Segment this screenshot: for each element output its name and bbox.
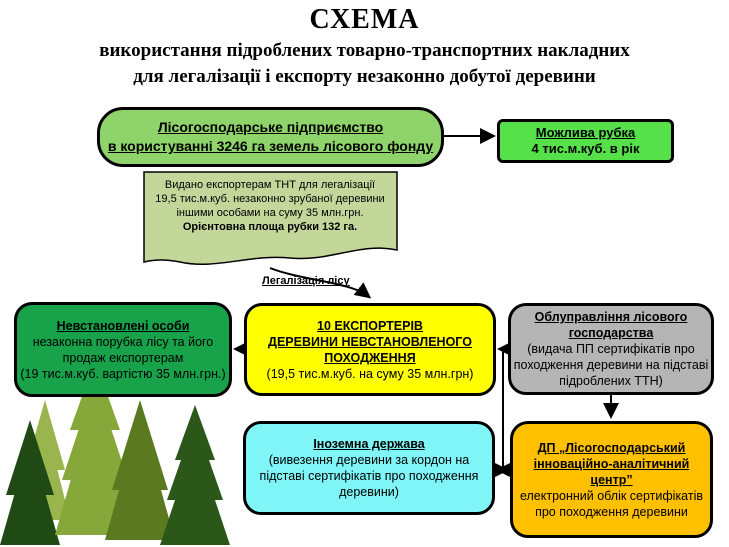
tree-icon bbox=[105, 400, 175, 540]
waybill-document-text: Видано експортерам ТНТ для легалізації 1… bbox=[150, 178, 390, 234]
legalization-label: Легалізація лісу bbox=[262, 275, 350, 287]
diagram-subtitle-line-2: для легалізації і експорту незаконно доб… bbox=[133, 66, 596, 87]
enterprise-title: Лісогосподарське підприємство bbox=[157, 119, 384, 135]
forestry-line: підроблених ТТН) bbox=[559, 374, 663, 388]
foreign-line: підставі сертифікатів про походження bbox=[259, 469, 479, 483]
dp-line: електронний облік сертифікатів bbox=[519, 488, 704, 503]
unknown-line: незаконна порубка лісу та його bbox=[32, 334, 214, 349]
forestry-line: походження деревини на підставі bbox=[513, 358, 709, 372]
logging-heading: Можлива рубка bbox=[535, 125, 636, 140]
dp-heading: центр” bbox=[590, 472, 633, 487]
document-line: Видано експортерам ТНТ для легалізації bbox=[164, 179, 376, 191]
diagram-title: СХЕМА bbox=[309, 4, 420, 35]
forestry-heading: Облуправління лісового bbox=[534, 310, 688, 324]
unknown-line: продаж експортерам bbox=[62, 350, 184, 365]
unknown-line: (19 тис.м.куб. вартістю 35 млн.грн.) bbox=[20, 366, 226, 381]
forestry-enterprise-box: Лісогосподарське підприємство в користув… bbox=[97, 107, 444, 167]
unknown-heading: Невстановлені особи bbox=[56, 318, 190, 333]
forestry-heading: господарства bbox=[568, 326, 654, 340]
tree-icon bbox=[0, 420, 60, 545]
document-line: іншими особами на суму 35 млн.грн. bbox=[176, 207, 364, 219]
dp-heading: ДП „Лісогосподарський bbox=[537, 440, 686, 455]
diagram-subtitle-line-1: використання підроблених товарно-транспо… bbox=[99, 40, 630, 61]
dp-line: про походження деревини bbox=[535, 504, 688, 519]
exporters-heading: 10 ЕКСПОРТЕРІВ bbox=[317, 318, 423, 333]
forestry-line: (видача ПП сертифікатів про bbox=[527, 342, 695, 356]
foreign-heading: Іноземна держава bbox=[313, 437, 425, 451]
exporters-heading: ДЕРЕВИНИ НЕВСТАНОВЛЕНОГО bbox=[268, 334, 472, 349]
tree-icon bbox=[160, 405, 230, 545]
forestry-department-box: Облуправління лісового господарства (вид… bbox=[508, 303, 714, 395]
dp-heading: інноваційно-аналітичний bbox=[533, 456, 690, 471]
logging-value: 4 тис.м.куб. в рік bbox=[531, 141, 640, 156]
foreign-state-box: Іноземна держава (вивезення деревини за … bbox=[243, 421, 495, 515]
foreign-line: (вивезення деревини за кордон на bbox=[268, 453, 470, 467]
document-line: Орієнтовна площа рубки 132 га. bbox=[182, 221, 358, 233]
document-line: 19,5 тис.м.куб. незаконно зрубаної дерев… bbox=[155, 193, 385, 205]
document-shape bbox=[143, 171, 398, 265]
exporters-box: 10 ЕКСПОРТЕРІВ ДЕРЕВИНИ НЕВСТАНОВЛЕНОГО … bbox=[244, 303, 496, 396]
foreign-line: деревини) bbox=[339, 485, 399, 499]
unknown-persons-box: Невстановлені особи незаконна порубка лі… bbox=[14, 302, 232, 397]
exporters-heading: ПОХОДЖЕННЯ bbox=[324, 350, 416, 365]
arrow-document-to-exporters bbox=[269, 267, 372, 299]
possible-logging-box: Можлива рубка 4 тис.м.куб. в рік bbox=[497, 119, 674, 163]
analytics-center-box: ДП „Лісогосподарський інноваційно-аналіт… bbox=[510, 421, 713, 538]
exporters-value: (19,5 тис.м.куб. на суму 35 млн.грн) bbox=[266, 366, 474, 381]
enterprise-land-area: в користуванні 3246 га земель лісового ф… bbox=[107, 138, 434, 154]
